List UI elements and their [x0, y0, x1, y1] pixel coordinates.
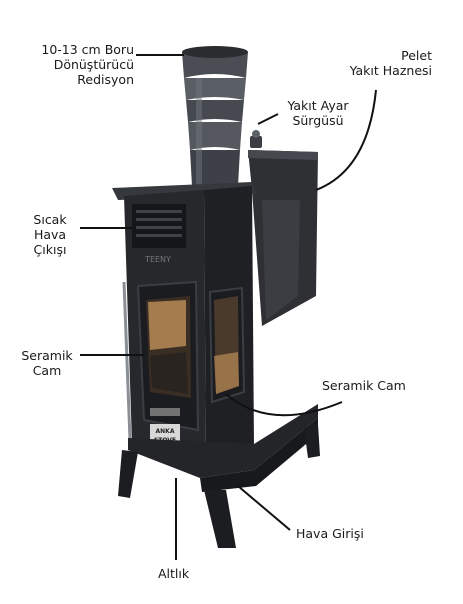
line-glass-right [225, 393, 343, 417]
front-door [136, 280, 200, 432]
label-reducer: 10-13 cm Boru Dönüştürücü Redisyon [41, 42, 134, 87]
base-stand [118, 404, 320, 548]
line-pellet [315, 89, 377, 191]
door-handle [122, 281, 132, 441]
side-glass [208, 286, 246, 404]
callout-lines [80, 54, 377, 560]
label-hot-air-outlet: Sıcak Hava Çıkışı [33, 212, 67, 257]
label-ceramic-glass-left: Seramik Cam [21, 348, 73, 378]
line-slider [257, 113, 279, 125]
label-base: Altlık [158, 566, 190, 581]
pellet-hopper [248, 150, 318, 326]
line-air-inlet [237, 485, 291, 531]
fuel-slider [250, 130, 262, 148]
label-pellet-hopper: Pelet Yakıt Haznesi [349, 48, 432, 78]
model-marking: TEENY [144, 255, 171, 264]
label-fuel-slider: Yakıt Ayar Sürgüsü [287, 98, 349, 128]
label-ceramic-glass-right: Seramik Cam [322, 378, 406, 393]
label-air-inlet: Hava Girişi [296, 526, 364, 541]
brand-top: ANKA [156, 428, 175, 435]
hot-air-grille [132, 204, 186, 248]
chimney-reducer [182, 46, 248, 186]
